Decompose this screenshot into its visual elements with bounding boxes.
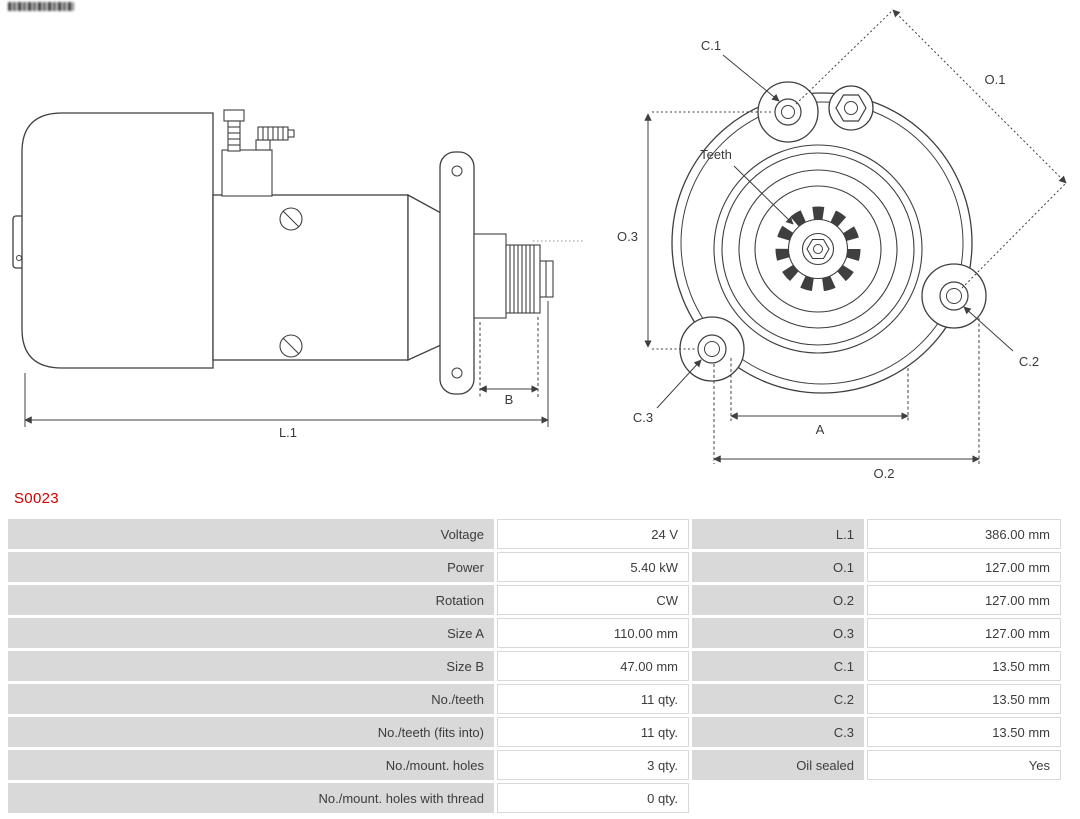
dimension-o2: O.2 <box>713 318 980 481</box>
teeth-callout: Teeth <box>700 147 794 225</box>
spec-label: Size B <box>8 651 494 681</box>
side-view-drawing: B L.1 <box>12 109 584 440</box>
dimension-c3: C.3 <box>633 359 702 425</box>
dim-label-c1: C.1 <box>701 38 721 53</box>
spec-label: No./teeth <box>8 684 494 714</box>
spec-label: Rotation <box>8 585 494 615</box>
spec-value: 5.40 kW <box>497 552 689 582</box>
spec-value: 127.00 mm <box>867 618 1061 648</box>
product-code: S0023 <box>14 490 59 507</box>
spec-label: Oil sealed <box>692 750 864 780</box>
technical-drawings: B L.1 <box>12 9 1067 481</box>
hole-c1 <box>774 98 802 126</box>
spec-value: Yes <box>867 750 1061 780</box>
dim-label-l1: L.1 <box>279 425 297 440</box>
spec-value: 386.00 mm <box>867 519 1061 549</box>
spec-label: C.1 <box>692 651 864 681</box>
spec-value: 127.00 mm <box>867 585 1061 615</box>
spec-value-empty <box>867 783 1061 813</box>
spec-label: No./mount. holes <box>8 750 494 780</box>
mounting-holes <box>697 94 969 364</box>
hex-bolt <box>835 94 867 122</box>
front-view-drawing: O.3 O.1 C.1 Teeth C.3 <box>617 9 1067 481</box>
spec-label: No./teeth (fits into) <box>8 717 494 747</box>
spec-label: Voltage <box>8 519 494 549</box>
spec-label: L.1 <box>692 519 864 549</box>
dimension-l1: L.1 <box>24 301 549 440</box>
spec-label: O.1 <box>692 552 864 582</box>
spec-label: Size A <box>8 618 494 648</box>
terminal-studs <box>221 109 295 197</box>
spec-label: C.3 <box>692 717 864 747</box>
spec-value: 3 qty. <box>497 750 689 780</box>
teeth-label: Teeth <box>700 147 732 162</box>
motor-body <box>12 112 214 369</box>
spec-value: 47.00 mm <box>497 651 689 681</box>
mounting-flange-side <box>439 151 475 395</box>
dimension-c2: C.2 <box>963 306 1039 369</box>
dimension-o1: O.1 <box>795 9 1067 289</box>
spec-value: 13.50 mm <box>867 651 1061 681</box>
dim-label-c3: C.3 <box>633 410 653 425</box>
spec-value: 0 qty. <box>497 783 689 813</box>
dim-label-c2: C.2 <box>1019 354 1039 369</box>
dimension-o3: O.3 <box>617 111 772 350</box>
pinion-shaft <box>473 233 554 319</box>
spec-value: 127.00 mm <box>867 552 1061 582</box>
shaft-hex <box>806 238 830 260</box>
spec-label: O.2 <box>692 585 864 615</box>
dim-label-o2: O.2 <box>874 466 895 481</box>
spec-table: Voltage 24 V L.1 386.00 mm Power 5.40 kW… <box>8 519 1061 813</box>
spec-value: 13.50 mm <box>867 717 1061 747</box>
spec-value: 13.50 mm <box>867 684 1061 714</box>
spec-value: 24 V <box>497 519 689 549</box>
dim-label-o1: O.1 <box>985 72 1006 87</box>
spec-label-empty <box>692 783 864 813</box>
housing-screws <box>279 207 303 358</box>
hole-c3 <box>697 334 727 364</box>
spec-value: 11 qty. <box>497 684 689 714</box>
drive-housing <box>212 193 442 362</box>
dim-label-b: B <box>505 392 514 407</box>
spec-value: 110.00 mm <box>497 618 689 648</box>
dim-label-o3: O.3 <box>617 229 638 244</box>
pinion-gear-front <box>775 206 861 292</box>
spec-label: C.2 <box>692 684 864 714</box>
spec-label: O.3 <box>692 618 864 648</box>
dimension-c1: C.1 <box>701 38 780 102</box>
dimension-a: A <box>730 358 909 437</box>
spec-value: CW <box>497 585 689 615</box>
brand-logo <box>8 2 74 11</box>
spec-value: 11 qty. <box>497 717 689 747</box>
dimension-b: B <box>479 317 539 407</box>
dim-label-a: A <box>816 422 825 437</box>
hole-c2 <box>939 281 969 311</box>
spec-label: Power <box>8 552 494 582</box>
spec-label: No./mount. holes with thread <box>8 783 494 813</box>
